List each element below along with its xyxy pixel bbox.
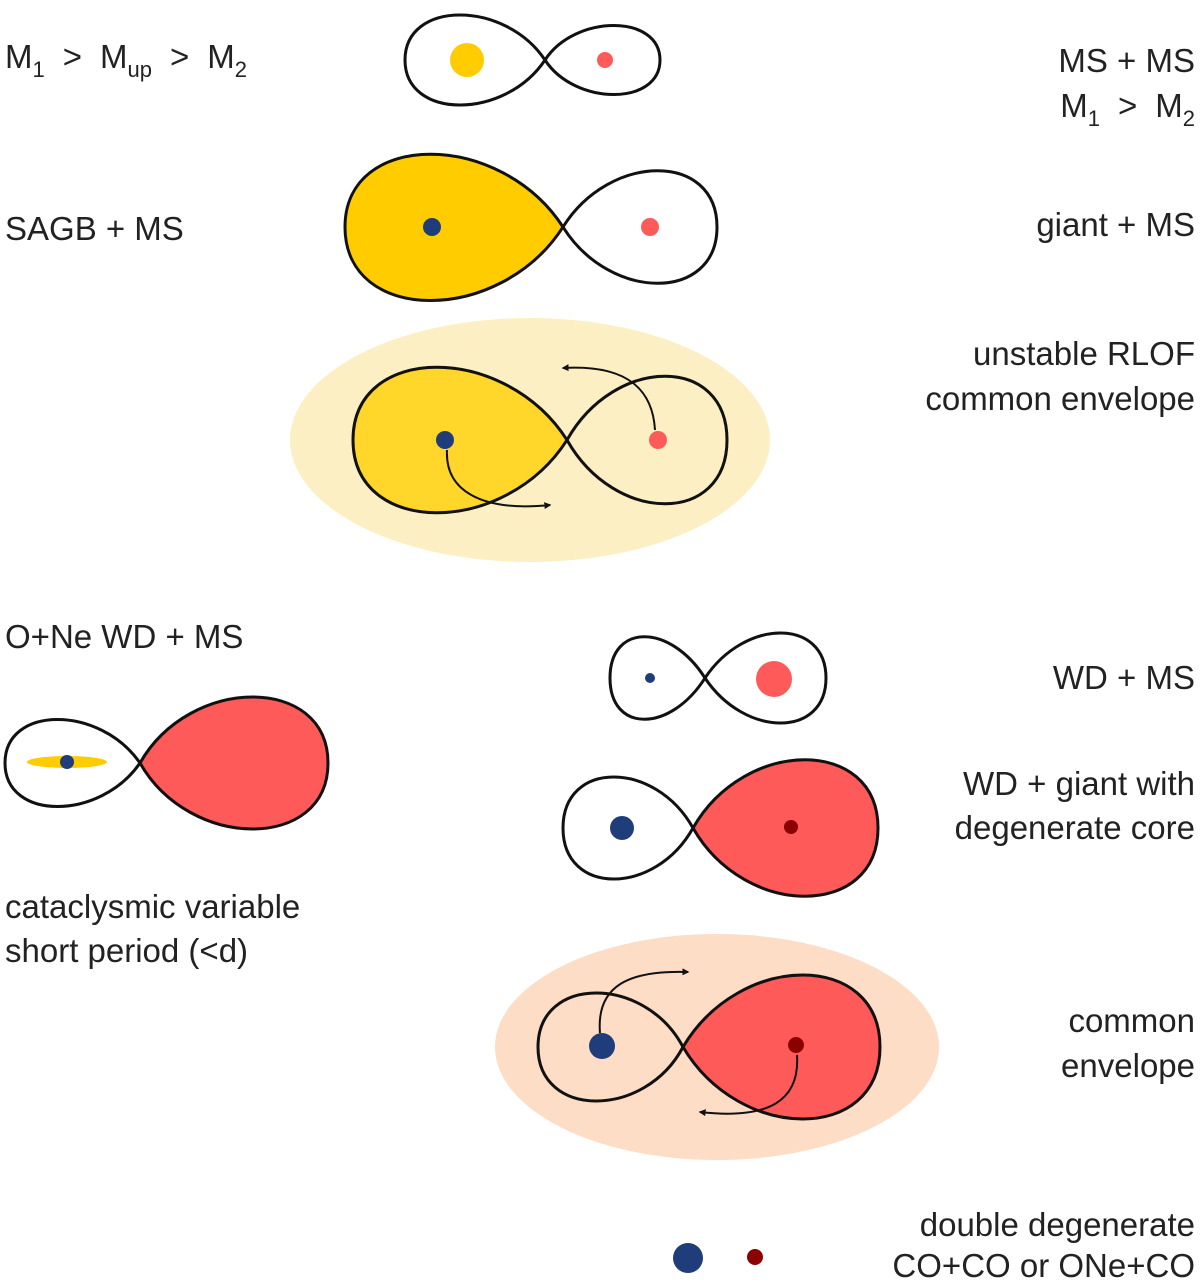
- double-degenerate-line1: double degenerate: [920, 1206, 1195, 1243]
- orbit-arrow-top: [598, 968, 690, 1034]
- white-dwarf: [589, 1033, 615, 1059]
- degenerate-core: [788, 1037, 804, 1053]
- onewd-white-dwarf: [60, 755, 74, 769]
- mass-condition-label: M1>Mup>M2: [5, 38, 247, 82]
- white-dwarf: [645, 673, 655, 683]
- giant-ms-label: giant + MS: [1036, 206, 1195, 243]
- mass-ratio-label: M1>M2: [1060, 87, 1195, 131]
- co-white-dwarf: [673, 1243, 703, 1273]
- stage-unstable-rlof: [290, 318, 770, 562]
- roche-lobe-donor-filled: [343, 152, 565, 302]
- stage-common-envelope: [495, 934, 939, 1160]
- roche-lobe-donor-filled: [138, 695, 330, 831]
- wd-ms-label: WD + MS: [1053, 659, 1195, 696]
- one-white-dwarf: [747, 1249, 763, 1265]
- ms-companion: [641, 218, 659, 236]
- stage-wd-ms: [608, 631, 828, 725]
- secondary-ms-star: [597, 52, 613, 68]
- roche-lobe-accretor: [561, 169, 719, 285]
- wd-giant-line2: degenerate core: [955, 809, 1195, 846]
- stage-wd-giant: [561, 758, 880, 898]
- stage-double-degenerate: [673, 1243, 763, 1273]
- white-dwarf: [610, 816, 634, 840]
- primary-ms-star: [450, 43, 484, 77]
- common-envelope-line2: envelope: [1061, 1047, 1195, 1084]
- unstable-rlof-line1: unstable RLOF: [973, 335, 1195, 372]
- stage-cataclysmic-variable: [3, 695, 330, 831]
- roche-lobe-wd: [536, 991, 685, 1103]
- roche-lobe-wd: [608, 635, 707, 721]
- cv-line2: short period (<d): [5, 932, 248, 969]
- stage-giant-ms: [343, 152, 719, 302]
- sagb-core: [423, 218, 441, 236]
- orbit-arrow-bottom: [445, 449, 552, 510]
- donor-core: [436, 431, 454, 449]
- ms-star: [756, 661, 792, 697]
- orbit-arrow-bottom: [698, 1054, 799, 1117]
- sagb-ms-label: SAGB + MS: [5, 210, 184, 247]
- unstable-rlof-line2: common envelope: [925, 380, 1195, 417]
- cv-line1: cataclysmic variable: [5, 888, 300, 925]
- roche-lobe-giant-filled: [681, 973, 882, 1121]
- onewd-ms-label: O+Ne WD + MS: [5, 618, 243, 655]
- common-envelope-line1: common: [1068, 1002, 1195, 1039]
- stage-ms-ms: [403, 13, 662, 107]
- double-degenerate-line2: CO+CO or ONe+CO: [892, 1247, 1195, 1284]
- ms-ms-label: MS + MS: [1058, 42, 1195, 79]
- orbit-arrow-top: [561, 364, 656, 431]
- roche-lobe-accretor: [565, 374, 729, 506]
- companion-star: [649, 431, 667, 449]
- degenerate-core: [784, 820, 798, 834]
- wd-giant-line1: WD + giant with: [963, 765, 1195, 802]
